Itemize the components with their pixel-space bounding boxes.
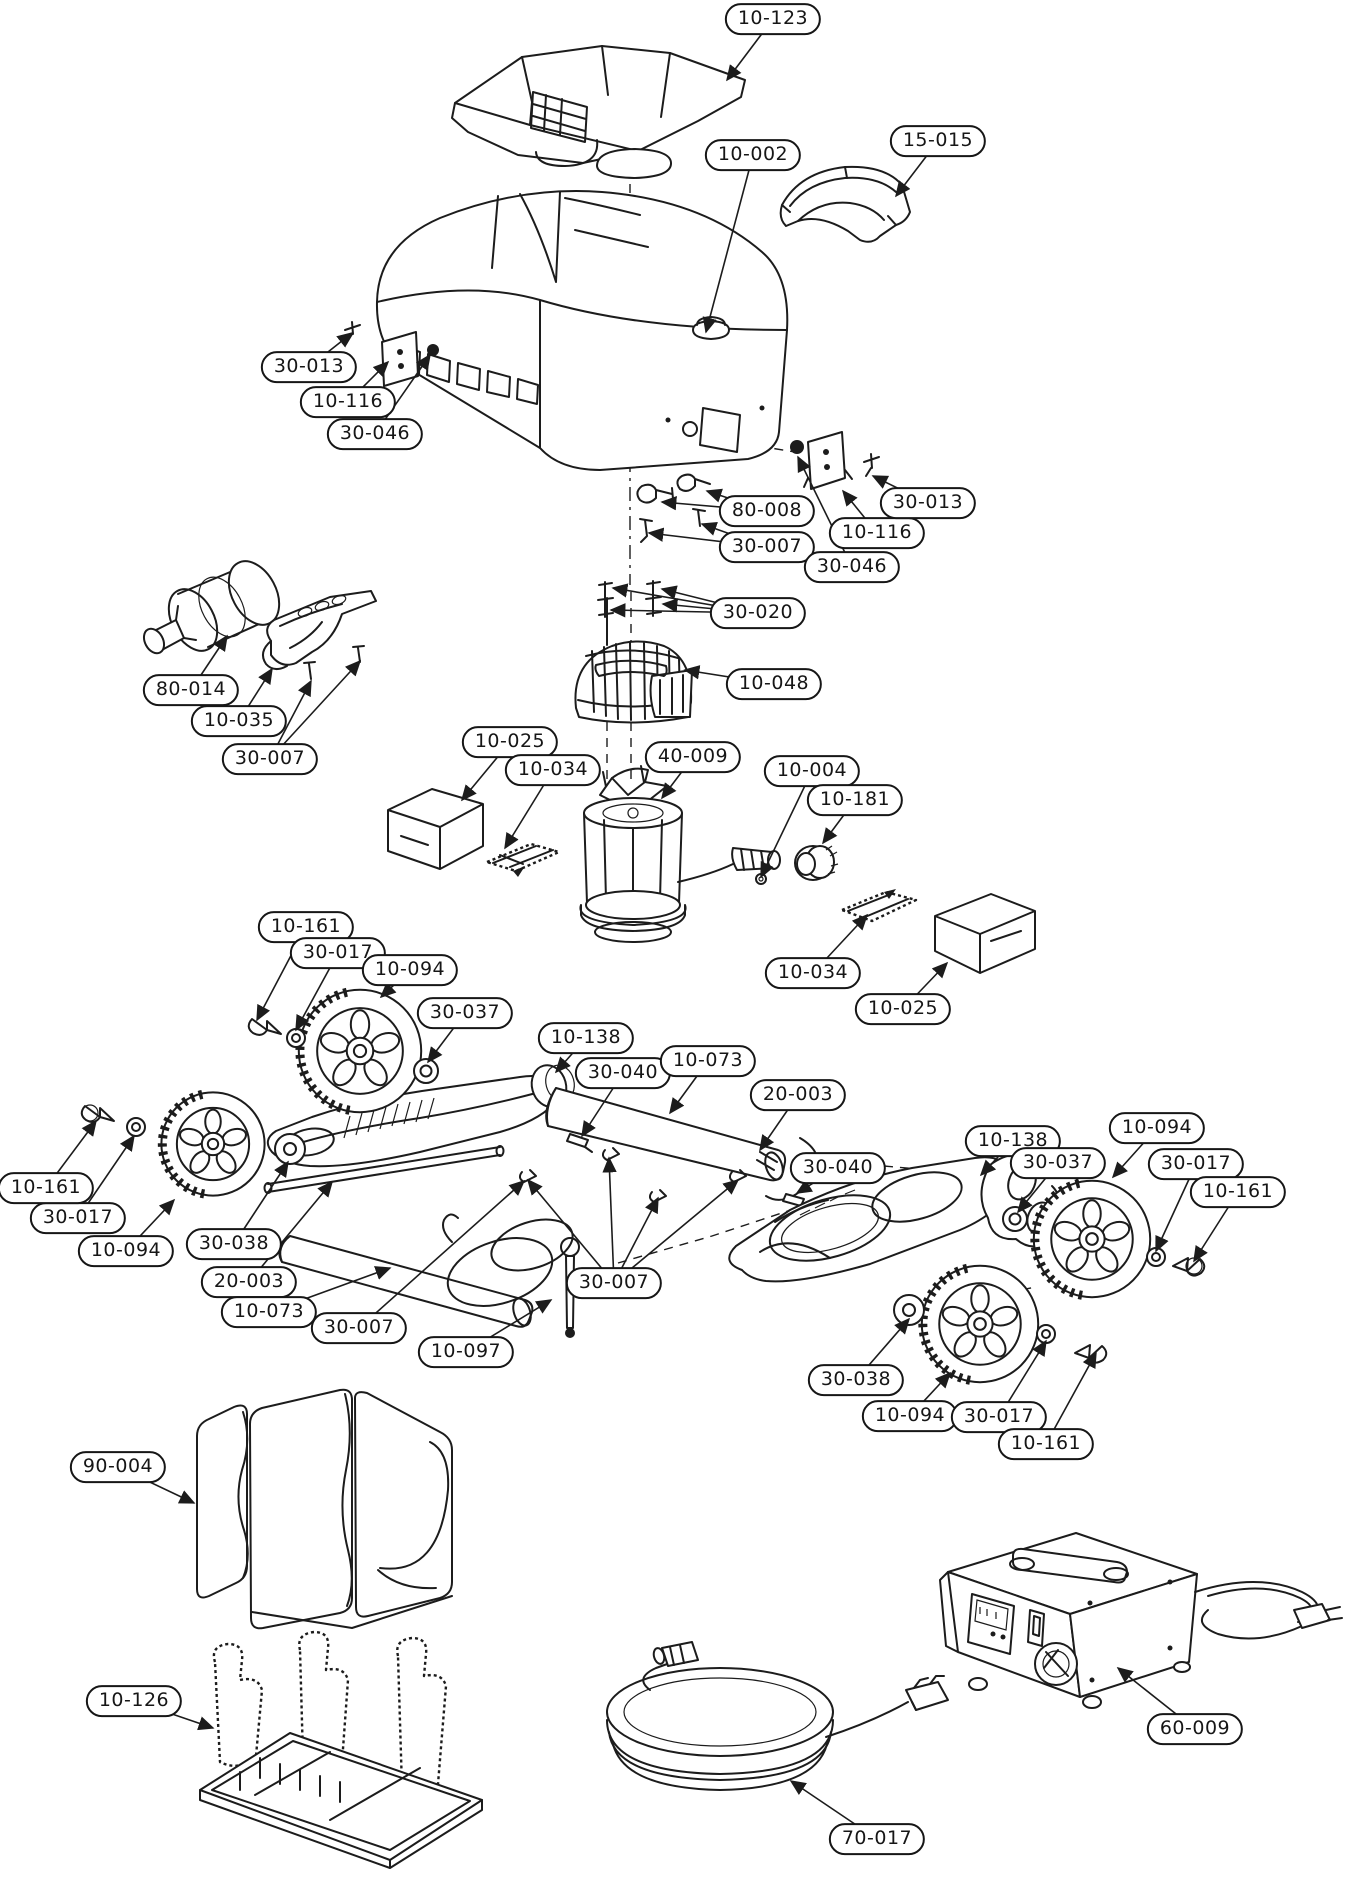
part-callout-40-009-18: 40-009 — [644, 741, 742, 773]
part-callout-30-037-26: 30-037 — [416, 997, 514, 1029]
part-callout-10-025-16: 10-025 — [461, 726, 559, 758]
part-callout-30-007-33: 30-007 — [310, 1312, 408, 1344]
part-callout-70-017-52: 70-017 — [828, 1823, 926, 1855]
leader-line — [602, 1156, 617, 1283]
tube-clip-left-drawing — [567, 1134, 592, 1152]
top-cover-drawing — [452, 46, 745, 178]
flap-left-drawing — [487, 844, 559, 877]
bearing-10-181-drawing — [795, 846, 838, 880]
part-callout-10-094-38: 10-094 — [77, 1235, 175, 1267]
part-callout-30-007-7: 30-007 — [718, 531, 816, 563]
part-callout-10-161-49: 10-161 — [997, 1428, 1095, 1460]
part-callout-30-013-10: 30-013 — [879, 487, 977, 519]
part-callout-10-002-1: 10-002 — [704, 139, 802, 171]
part-callout-30-038-46: 30-038 — [807, 1364, 905, 1396]
part-callout-20-003-30: 20-003 — [749, 1079, 847, 1111]
part-callout-30-046-8: 30-046 — [803, 551, 901, 583]
handle-drawing — [781, 167, 910, 242]
part-callout-30-020-11: 30-020 — [709, 597, 807, 629]
filter-basket-drawing — [575, 642, 692, 723]
motor-bracket-drawing — [263, 591, 376, 679]
flap-right-drawing — [842, 889, 916, 921]
power-supply-drawing — [940, 1533, 1342, 1708]
part-callout-15-015-2: 15-015 — [889, 125, 987, 157]
part-callout-30-007-32: 30-007 — [565, 1267, 663, 1299]
part-callout-30-046-5: 30-046 — [326, 418, 424, 450]
part-callout-10-035-14: 10-035 — [190, 705, 288, 737]
part-callout-10-181-20: 10-181 — [806, 784, 904, 816]
leader-line — [526, 1178, 614, 1283]
part-callout-30-040-31: 30-040 — [789, 1152, 887, 1184]
leader-line — [614, 1178, 740, 1283]
part-callout-10-073-29: 10-073 — [659, 1045, 757, 1077]
part-callout-10-073-36: 10-073 — [220, 1296, 318, 1328]
part-callout-10-048-12: 10-048 — [725, 668, 823, 700]
part-callout-60-009-53: 60-009 — [1146, 1713, 1244, 1745]
part-callout-10-126-51: 10-126 — [85, 1685, 183, 1717]
part-callout-30-017-48: 30-017 — [950, 1401, 1048, 1433]
leader-line — [702, 155, 753, 334]
filter-bag-drawing — [197, 1390, 452, 1629]
foam-block-left-drawing — [388, 789, 483, 869]
part-callout-10-094-43: 10-094 — [1108, 1112, 1206, 1144]
part-callout-30-017-44: 30-017 — [1147, 1148, 1245, 1180]
part-callout-90-004-50: 90-004 — [69, 1451, 167, 1483]
part-callout-10-094-47: 10-094 — [861, 1400, 959, 1432]
part-callout-10-116-9: 10-116 — [828, 517, 926, 549]
part-callout-10-025-22: 10-025 — [854, 993, 952, 1025]
part-callout-80-008-6: 80-008 — [718, 495, 816, 527]
fastener-group-right — [637, 432, 879, 542]
floating-cable-drawing — [607, 1642, 948, 1790]
part-callout-20-003-35: 20-003 — [200, 1266, 298, 1298]
part-callout-10-161-45: 10-161 — [1189, 1176, 1287, 1208]
part-callout-10-004-19: 10-004 — [763, 755, 861, 787]
part-callout-10-116-4: 10-116 — [299, 386, 397, 418]
part-callout-30-037-42: 30-037 — [1009, 1147, 1107, 1179]
part-callout-10-034-21: 10-034 — [764, 957, 862, 989]
part-callout-10-034-17: 10-034 — [504, 754, 602, 786]
part-callout-30-017-39: 30-017 — [29, 1202, 127, 1234]
drive-motor-drawing — [140, 553, 289, 659]
leader-line — [761, 771, 812, 879]
body-shell-drawing — [377, 191, 787, 470]
part-callout-80-014-13: 80-014 — [142, 674, 240, 706]
part-callout-30-013-3: 30-013 — [260, 351, 358, 383]
pump-motor-drawing — [580, 766, 780, 942]
part-callout-10-123-0: 10-123 — [724, 3, 822, 35]
part-callout-10-094-25: 10-094 — [361, 954, 459, 986]
part-callout-10-161-40: 10-161 — [0, 1172, 95, 1204]
washer-set-drawing — [127, 1029, 1165, 1343]
leader-line — [359, 1179, 526, 1328]
part-callout-30-038-37: 30-038 — [185, 1228, 283, 1260]
foam-block-right-drawing — [935, 894, 1035, 973]
caddy-base-drawing — [200, 1632, 482, 1868]
axle-screw-set-drawing — [82, 1019, 1205, 1363]
part-callout-10-097-34: 10-097 — [417, 1336, 515, 1368]
part-callout-30-040-28: 30-040 — [574, 1057, 672, 1089]
pin-set-drawing — [598, 581, 661, 617]
part-callout-30-007-15: 30-007 — [221, 743, 319, 775]
part-callout-10-138-27: 10-138 — [537, 1022, 635, 1054]
